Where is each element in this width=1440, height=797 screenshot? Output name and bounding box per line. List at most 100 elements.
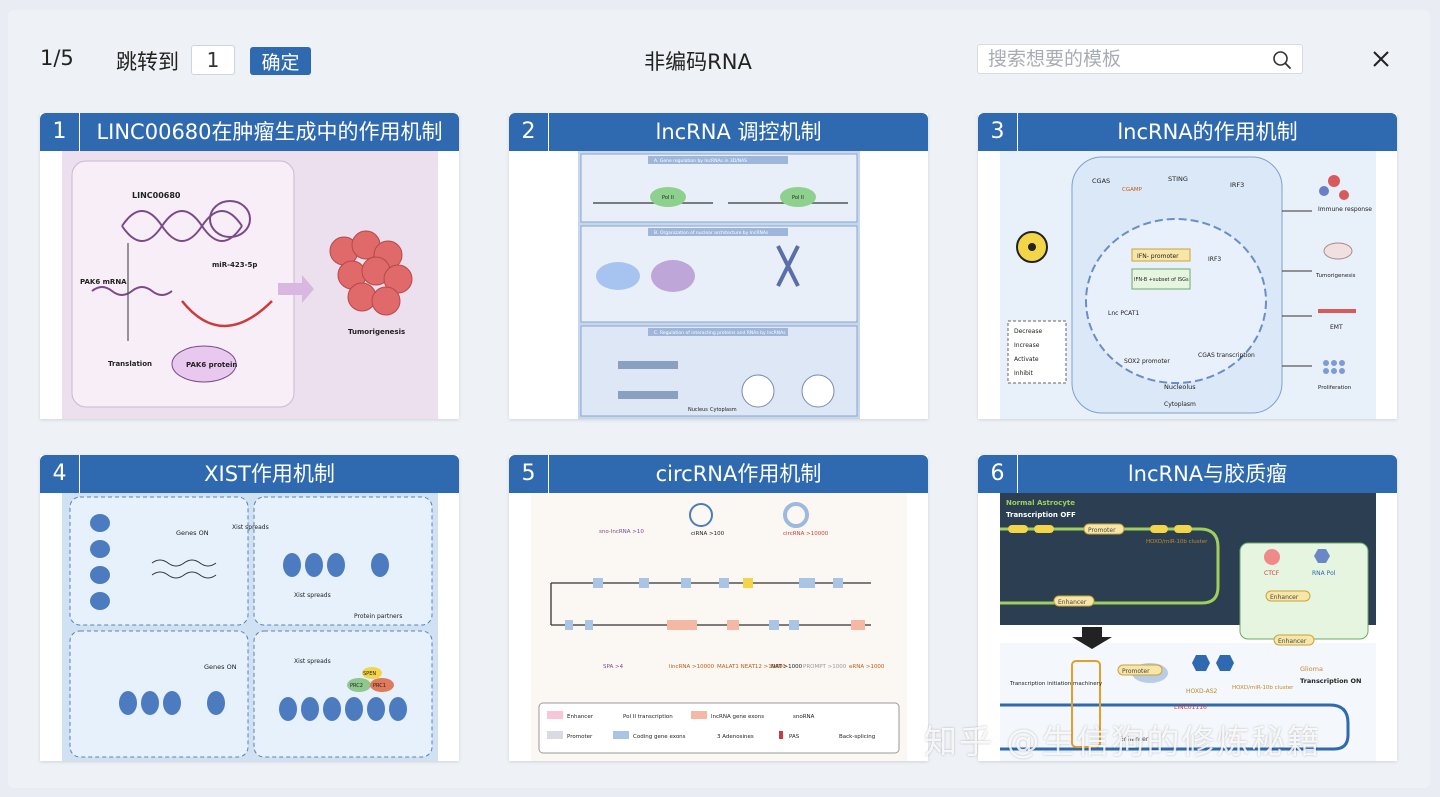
thumb-label: NAT >1000 <box>771 664 803 670</box>
thumb-label: Cytoplasm <box>1164 401 1196 408</box>
thumb-label: Protein partners <box>354 613 402 620</box>
thumb-label: CTCF <box>1264 570 1280 577</box>
thumb-label: Pol II transcription <box>623 714 673 720</box>
thumb-label: Cytoplasm <box>710 407 737 413</box>
card-thumbnail: A. Gene regulation by lncRNAs in 3D/NAS … <box>578 151 860 419</box>
template-card-4[interactable]: 4 XIST作用机制 Genes ON Xist spreads <box>40 455 459 761</box>
template-card-6[interactable]: 6 lncRNA与胶质瘤 <box>978 455 1397 761</box>
thumb-label: CGAS transcription <box>1198 352 1255 359</box>
thumb-label: SPEN <box>363 671 376 677</box>
card-header: 6 lncRNA与胶质瘤 <box>978 455 1397 493</box>
card-thumbnail: sno-lncRNA >10 ciRNA >100 circRNA >10000… <box>531 493 907 761</box>
thumb-label: MALAT1 NEAT12 >10000 <box>717 664 786 670</box>
template-card-5[interactable]: 5 circRNA作用机制 sno-lncRNA <box>509 455 928 761</box>
card-header: 5 circRNA作用机制 <box>509 455 928 493</box>
thumb-label: Enhancer <box>1278 638 1307 645</box>
thumb-label: Nucleus <box>688 407 708 413</box>
template-dialog: 1/5 跳转到 确定 非编码RNA 1 LINC00680在肿瘤生成中的作用机制 <box>8 10 1430 788</box>
card-thumbnail: LINC00680 miR-423-5p PAK6 mRNA Translati… <box>62 151 438 419</box>
card-number: 2 <box>509 113 549 151</box>
thumb-label: Coding gene exons <box>633 734 686 740</box>
thumb-label: Enhancer <box>1120 736 1149 743</box>
thumb-label: Tumorigenesis <box>348 328 405 336</box>
card-thumbnail: Normal Astrocyte Transcription OFF Promo… <box>1000 493 1376 761</box>
thumb-label: 3 Adenosines <box>717 734 754 740</box>
thumb-label: ciRNA >100 <box>691 531 725 537</box>
search-input[interactable] <box>988 47 1258 71</box>
thumb-label: Promoter <box>1122 668 1150 675</box>
page-count: 1/5 <box>40 46 74 70</box>
thumb-label: Xist spreads <box>232 524 269 531</box>
thumb-label: Translation <box>108 360 152 368</box>
thumb-label: PAK6 mRNA <box>80 278 127 286</box>
jump-label: 跳转到 <box>116 50 179 74</box>
thumb-label: A. Gene regulation by lncRNAs in 3D/NAS <box>654 158 747 164</box>
card-number: 5 <box>509 455 549 493</box>
thumb-label: PRC2 <box>350 683 363 689</box>
card-number: 6 <box>978 455 1018 493</box>
thumb-label: Promoter <box>567 734 593 740</box>
search-box[interactable] <box>977 44 1303 74</box>
thumb-label: Inhibit <box>1014 370 1034 377</box>
thumb-label: Xist spreads <box>294 658 331 665</box>
thumb-label: snoRNA <box>793 714 815 720</box>
thumb-label: LINC00680 <box>132 191 181 200</box>
thumb-label: Genes ON <box>204 663 237 671</box>
thumb-label: Transcription OFF <box>1006 511 1076 519</box>
thumb-label: IRF3 <box>1208 256 1221 263</box>
thumb-label: sno-lncRNA >10 <box>599 529 644 535</box>
thumb-label: Normal Astrocyte <box>1006 499 1075 507</box>
close-icon[interactable] <box>1370 48 1392 70</box>
card-thumbnail: Genes ON Xist spreads Xist spreads Prote… <box>62 493 438 761</box>
thumb-label: Lnc PCAT1 <box>1108 310 1139 317</box>
thumb-label: circRNA >10000 <box>783 531 829 537</box>
thumb-label: Tumorigenesis <box>1315 273 1356 279</box>
thumb-label: Immune response <box>1318 206 1372 213</box>
card-header: 4 XIST作用机制 <box>40 455 459 493</box>
card-thumbnail: CGAS CGAMP STING IRF3 IFN- promoter IRF3… <box>1000 151 1376 419</box>
card-title: lncRNA 调控机制 <box>655 120 822 144</box>
thumb-label: IFN- promoter <box>1137 253 1179 260</box>
thumb-label: lincRNA >10000 <box>669 664 715 670</box>
thumb-label: HOXD/miR-10b cluster <box>1232 685 1294 691</box>
thumb-label: Genes ON <box>176 529 209 537</box>
confirm-button[interactable]: 确定 <box>250 47 311 75</box>
thumb-label: IFN-B +subset of ISGs <box>1134 277 1189 283</box>
thumb-label: lncRNA gene exons <box>711 714 764 720</box>
thumb-label: SPA >4 <box>603 664 624 670</box>
thumb-label: STING <box>1168 175 1188 183</box>
thumb-label: Proliferation <box>1318 385 1352 391</box>
thumb-label: CGAS <box>1092 177 1110 185</box>
card-header: 3 lncRNA的作用机制 <box>978 113 1397 151</box>
thumb-label: eRNA >1000 <box>849 664 885 670</box>
template-card-2[interactable]: 2 lncRNA 调控机制 <box>509 113 928 419</box>
card-number: 4 <box>40 455 80 493</box>
thumb-label: Glioma <box>1300 665 1323 673</box>
thumb-label: SOX2 promoter <box>1124 358 1170 365</box>
card-title: lncRNA与胶质瘤 <box>1127 462 1288 486</box>
watermark: 知乎 @生信狗的修炼秘籍 <box>924 722 1322 761</box>
thumb-label: EMT <box>1330 324 1343 331</box>
thumb-label: Transcription initiation machinery <box>1009 681 1103 687</box>
thumb-label: HOXD-AS2 <box>1186 688 1218 695</box>
card-title: XIST作用机制 <box>204 462 335 486</box>
thumb-label: Back-splicing <box>839 734 875 740</box>
thumb-label: Pol II <box>792 195 804 201</box>
jump-page-input[interactable] <box>191 45 235 75</box>
thumb-label: PAS <box>789 734 800 740</box>
card-title: lncRNA的作用机制 <box>1117 120 1298 144</box>
thumb-label: HOXD/miR-10b cluster <box>1146 539 1208 545</box>
thumb-label: LINC01116 <box>1174 704 1207 711</box>
thumb-label: PROMPT >1000 <box>803 664 847 670</box>
template-card-1[interactable]: 1 LINC00680在肿瘤生成中的作用机制 LINC0 <box>40 113 459 419</box>
thumb-label: RNA Pol <box>1312 570 1336 577</box>
thumb-label: CGAMP <box>1122 187 1143 193</box>
page-title: 非编码RNA <box>644 50 752 74</box>
search-icon[interactable] <box>1272 50 1292 70</box>
thumb-label: Nucleolus <box>1164 383 1196 391</box>
thumb-label: Activate <box>1014 356 1039 363</box>
thumb-label: C. Regulation of interacting proteins an… <box>654 330 786 336</box>
template-card-3[interactable]: 3 lncRNA的作用机制 CGAS <box>978 113 1397 419</box>
thumb-label: PRC1 <box>373 683 386 689</box>
card-number: 3 <box>978 113 1018 151</box>
